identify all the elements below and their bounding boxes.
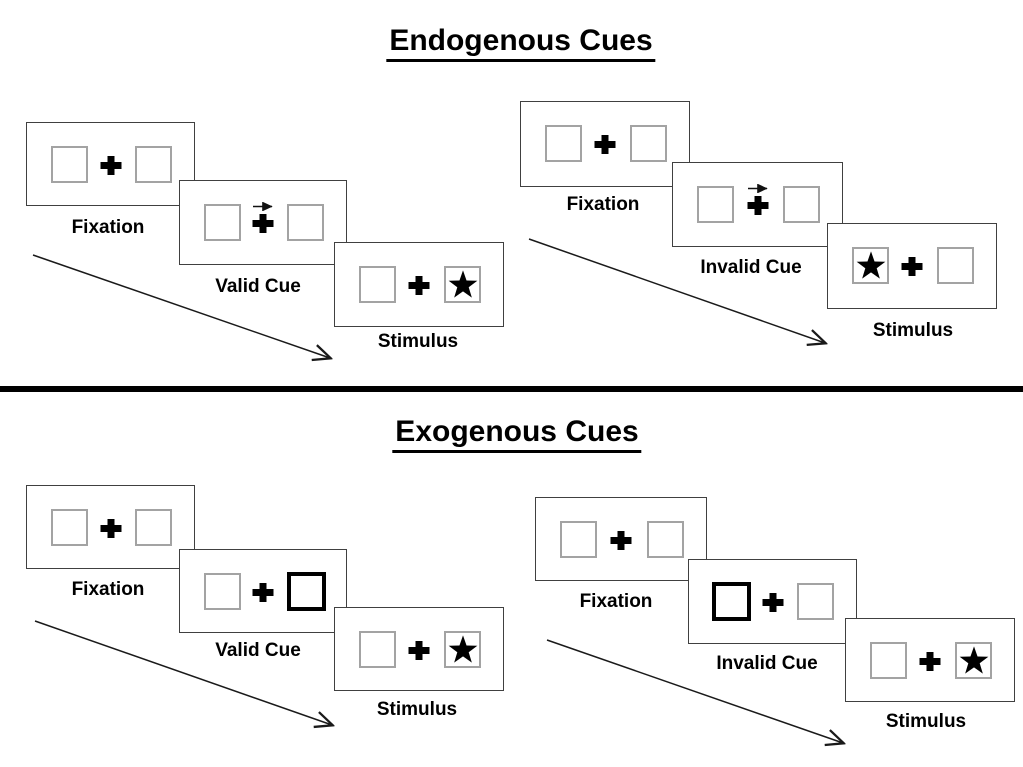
fixation-cross-icon	[594, 135, 616, 154]
cue-screen	[672, 162, 843, 247]
right-target-box	[955, 642, 992, 679]
fixation-cross-icon	[100, 519, 121, 538]
star-icon	[448, 269, 477, 298]
step-label-valid-cue: Valid Cue	[215, 640, 301, 661]
right-placeholder-box	[287, 204, 324, 241]
stimulus-screen	[334, 607, 504, 691]
left-placeholder-box	[359, 266, 396, 303]
right-placeholder-box	[647, 521, 684, 558]
step-label-fixation: Fixation	[71, 217, 145, 238]
left-placeholder-box	[359, 631, 396, 668]
fixation-screen	[26, 122, 195, 206]
right-target-box	[444, 631, 481, 668]
sequence-arrow	[34, 620, 332, 725]
step-label-stimulus: Stimulus	[885, 711, 967, 732]
step-label-invalid-cue: Invalid Cue	[716, 653, 818, 674]
fixation-cross-icon	[610, 531, 632, 550]
section-title-exogenous: Exogenous Cues	[392, 415, 642, 453]
right-cue-box	[287, 572, 326, 611]
fixation-cross-icon	[747, 196, 768, 215]
stimulus-screen	[845, 618, 1015, 702]
fixation-cross-icon	[100, 156, 121, 175]
cue-screen	[179, 549, 347, 633]
fixation-cross-icon	[252, 583, 274, 602]
step-label-fixation: Fixation	[71, 579, 145, 600]
left-placeholder-box	[545, 125, 582, 162]
fixation-cross-icon	[762, 593, 783, 612]
cue-screen	[688, 559, 857, 644]
step-label-valid-cue: Valid Cue	[215, 276, 301, 297]
right-arrow-icon	[747, 184, 768, 193]
fixation-screen	[520, 101, 690, 187]
right-placeholder-box	[135, 146, 172, 183]
left-placeholder-box	[204, 204, 241, 241]
cue-screen	[179, 180, 347, 265]
fixation-cross-icon	[408, 641, 430, 660]
left-cue-box	[712, 582, 751, 621]
star-icon	[959, 645, 988, 674]
star-icon	[856, 250, 885, 279]
left-target-box	[852, 247, 889, 284]
right-target-box	[444, 266, 481, 303]
fixation-cross-icon	[252, 214, 274, 233]
sequence-arrow	[528, 238, 825, 343]
fixation-cross-icon	[901, 257, 923, 276]
step-label-invalid-cue: Invalid Cue	[700, 257, 802, 278]
step-label-stimulus: Stimulus	[872, 320, 954, 341]
star-icon	[448, 634, 477, 663]
section-title-endogenous: Endogenous Cues	[386, 24, 656, 62]
stimulus-screen	[334, 242, 504, 327]
left-placeholder-box	[870, 642, 907, 679]
left-placeholder-box	[204, 573, 241, 610]
step-label-fixation: Fixation	[566, 194, 640, 215]
left-placeholder-box	[697, 186, 734, 223]
sequence-arrow	[546, 639, 843, 743]
stimulus-screen	[827, 223, 997, 309]
fixation-cross-icon	[919, 652, 941, 671]
step-label-stimulus: Stimulus	[376, 699, 458, 720]
fixation-screen	[26, 485, 195, 569]
right-placeholder-box	[630, 125, 667, 162]
section-divider	[0, 386, 1023, 392]
step-label-stimulus: Stimulus	[377, 331, 459, 352]
fixation-screen	[535, 497, 707, 581]
left-placeholder-box	[560, 521, 597, 558]
sequence-arrow	[32, 254, 330, 358]
right-arrow-icon	[253, 202, 273, 211]
right-placeholder-box	[937, 247, 974, 284]
fixation-cross-icon	[408, 276, 430, 295]
step-label-fixation: Fixation	[579, 591, 653, 612]
right-placeholder-box	[797, 583, 834, 620]
left-placeholder-box	[51, 509, 88, 546]
right-placeholder-box	[783, 186, 820, 223]
left-placeholder-box	[51, 146, 88, 183]
right-placeholder-box	[135, 509, 172, 546]
